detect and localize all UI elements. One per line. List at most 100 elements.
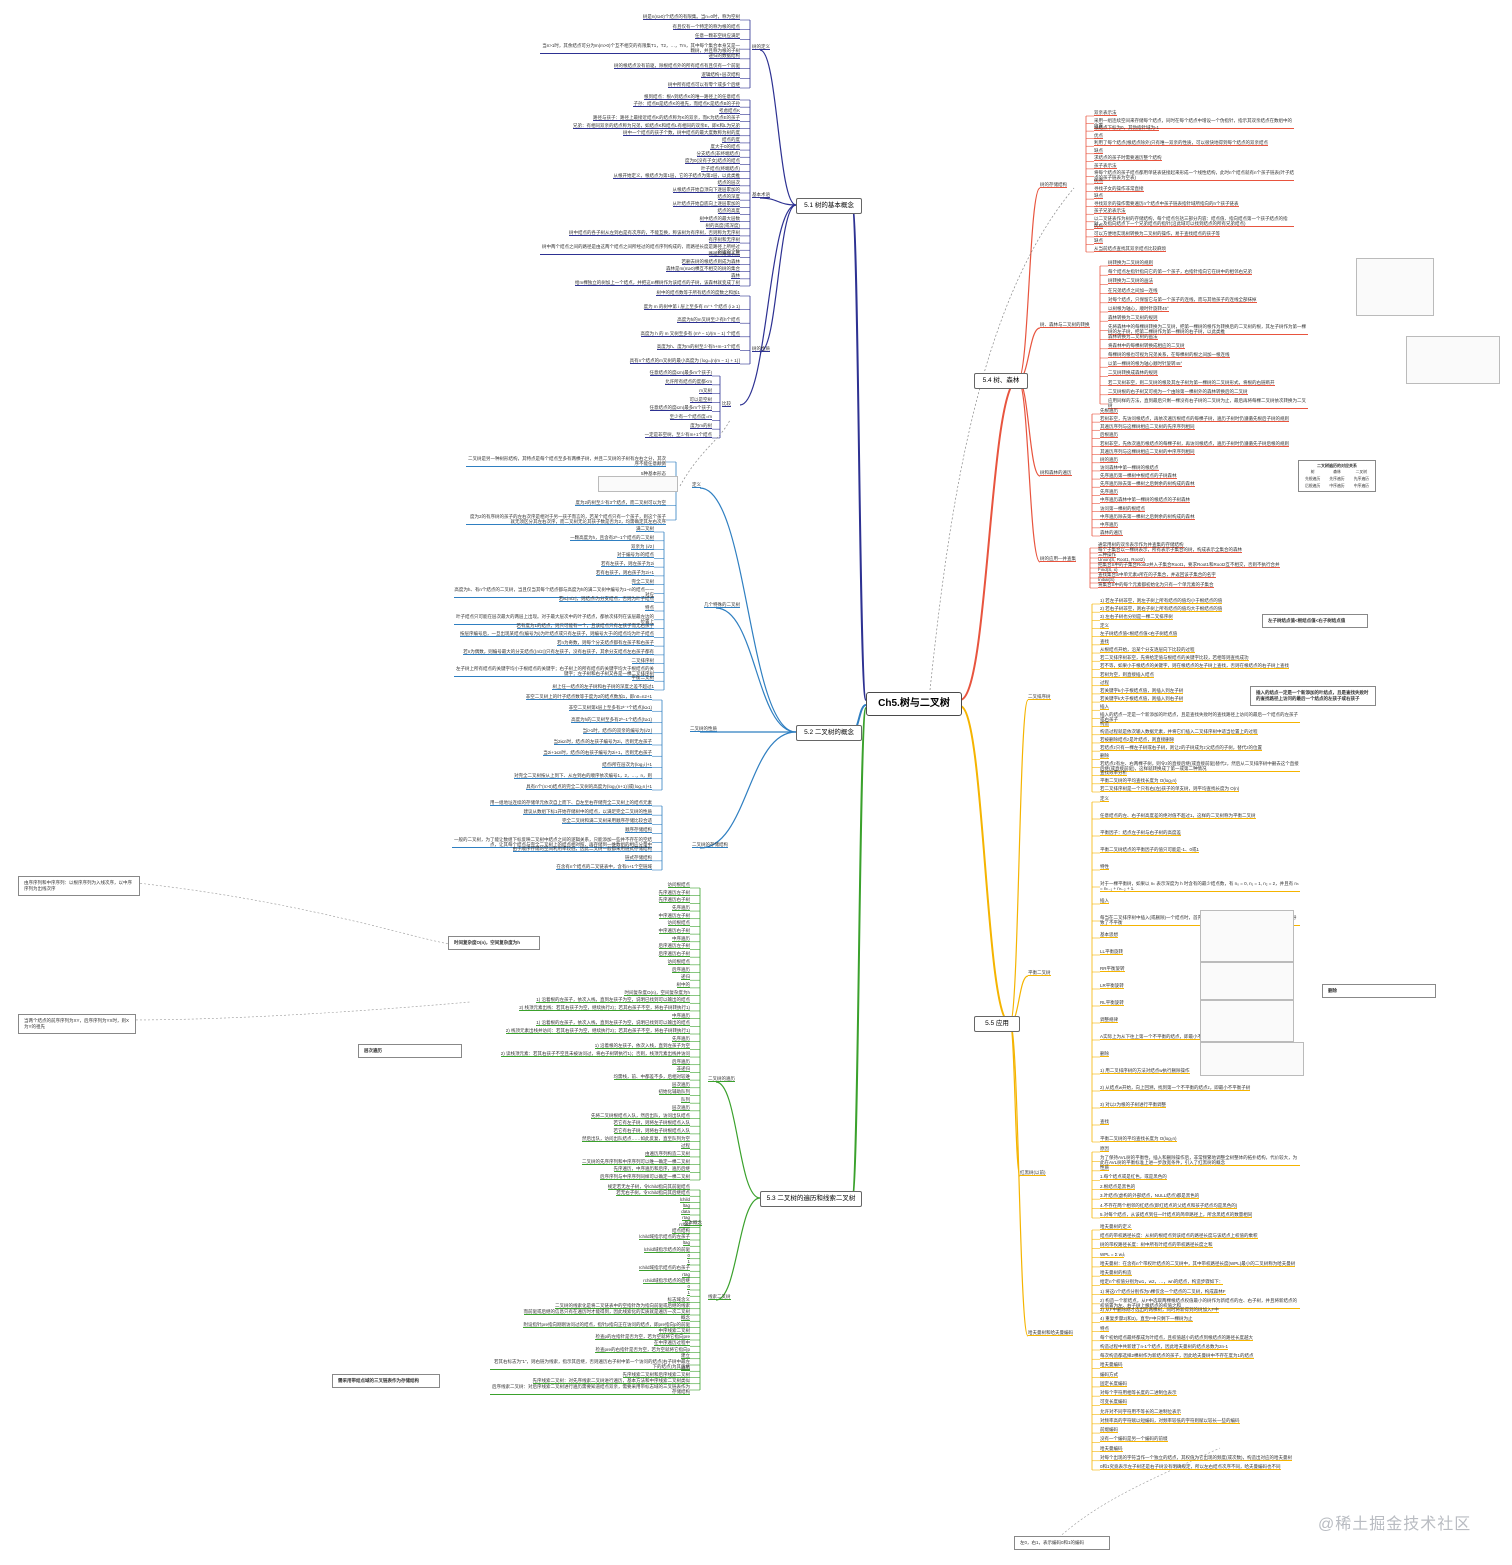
node-label[interactable]: 每个初始结点最终都成为叶结点，且权值越小的结点到根结点的路径长度越大 bbox=[1100, 1334, 1253, 1341]
node-label[interactable]: 2) 栈顶元素出栈并访问：若其右孩子为空，继续执行2)；若其右孩子不空，将右子树… bbox=[505, 1028, 690, 1034]
node-label[interactable]: 查找 bbox=[1100, 1119, 1109, 1125]
node-label[interactable]: 结点的深度 bbox=[717, 194, 740, 201]
node-label[interactable]: 基本思想 bbox=[1100, 932, 1118, 938]
node-label[interactable]: 2.根结点是黑色的 bbox=[1100, 1183, 1136, 1190]
node-label[interactable]: 度为2的有序树的孩子的左右次序是相对于另一孩子而言的，若某个结点只有一个孩子，则… bbox=[466, 514, 666, 525]
node-label[interactable]: 先将森林中的每棵树转换为二叉树，把第一棵树的根作为转换后的二叉树的根，其左子树作… bbox=[1108, 324, 1308, 336]
node-label[interactable]: 性质 bbox=[1100, 1164, 1109, 1171]
node-label[interactable]: 高度为h的二叉树至多有2ʰ−1个结点(h≥1) bbox=[571, 716, 652, 723]
node-label[interactable]: 后序遍历 bbox=[672, 1058, 690, 1065]
node-label[interactable]: 其遍历序列与这棵树相应二叉树的先序序列相同 bbox=[1100, 424, 1195, 431]
node-label[interactable]: 路径与孩子：路径上最接近结点K的结点称为K的双亲，而K为结点E的孩子 bbox=[592, 115, 740, 122]
node-label[interactable]: 左子树上所有结点的关键字均小于根结点的关键字；右子树上的所有结点的关键字均大于根… bbox=[454, 666, 654, 678]
node-label[interactable]: 高度为h、度为m的树至少有h+m−1个结点 bbox=[656, 344, 740, 351]
node-label[interactable]: 建立 bbox=[681, 1352, 690, 1359]
node-label[interactable]: 特点 bbox=[645, 605, 654, 611]
node-label[interactable]: 平衡因子：结点左子树与右子树的高度差 bbox=[1100, 830, 1181, 836]
node-label[interactable]: 中序遍历左子树 bbox=[658, 912, 690, 919]
node-label[interactable]: 若有左孩子，则左孩子为2i bbox=[600, 561, 654, 568]
node-label[interactable]: 遍历 bbox=[681, 1365, 690, 1372]
node-label[interactable]: 以二叉链表作为树的存储结构，每个结点包括三部分内容：结点值、指向结点第一个孩子结… bbox=[1094, 216, 1294, 227]
node-label[interactable]: 根结点下标为0，其伪指针域为-1 bbox=[1094, 125, 1160, 132]
node-label[interactable]: 双亲为 ⌊i/2⌋ bbox=[630, 543, 654, 550]
node-label[interactable]: 把集合S中的子集合Root2并入子集合Root1，要求Root1和Root2互不… bbox=[1098, 562, 1280, 568]
node-label[interactable]: 过程 bbox=[1100, 679, 1109, 686]
node-label[interactable]: 有序树和无序树 bbox=[708, 237, 740, 244]
node-label[interactable]: 1 bbox=[687, 1290, 690, 1297]
node-label[interactable]: 后根遍历 bbox=[1100, 432, 1118, 439]
node-label[interactable]: 叶子结点只可能在层次最大的两层上出现。对于最大层次中的叶子结点，都依次排列在该层… bbox=[454, 613, 654, 625]
node-label[interactable]: 有且仅有一个特定的称为根的结点 bbox=[672, 23, 740, 30]
node-label[interactable]: 3) 对以z为根的子树进行平衡调整 bbox=[1100, 1102, 1167, 1108]
node-label[interactable]: 1) 若左子树非空，则左子树上所有结点的值均小于根结点的值 bbox=[1100, 598, 1223, 604]
node-label[interactable]: A实际上为从下往上第一个不平衡的结点，即最小不平衡子树 bbox=[1100, 1034, 1220, 1040]
node-label[interactable]: 若关键字k小于根结点值，则插入到左子树 bbox=[1100, 687, 1184, 694]
node-label[interactable]: 可以是空树 bbox=[689, 396, 712, 403]
node-label[interactable]: 先序遍历除去第一棵树之后剩余的树构成的森林 bbox=[1100, 481, 1195, 488]
node-label[interactable]: 若无右子树，令rchild指向其后继结点 bbox=[616, 1190, 690, 1197]
node-label[interactable]: 可以方便地实现树转换为二叉树的操作，易于查找结点的孩子等 bbox=[1094, 230, 1220, 237]
node-label[interactable]: 每个结点左指针指向它的第一个孩子，右指针指向它在树中的相邻右兄弟 bbox=[1108, 269, 1252, 276]
node-label[interactable]: 中序遍历除去第一棵树之后剩余的树构成的森林 bbox=[1100, 513, 1195, 520]
node-label[interactable]: 删除 bbox=[1100, 753, 1109, 760]
node-label[interactable]: 查找 bbox=[1100, 638, 1109, 645]
node-label[interactable]: 高度为 h 的 m 叉树至多有 (mʰ − 1)/(m − 1) 个结点 bbox=[640, 330, 740, 337]
node-label[interactable]: 5.对每个结点，从该结点到任一叶结点的简单路径上，所含黑结点的数量相同 bbox=[1100, 1212, 1253, 1218]
node-label[interactable]: 若有右孩子，则右孩子为2i+1 bbox=[595, 569, 654, 576]
node-label[interactable]: 从根结点开始，沿某个分支逐层向下比较的过程 bbox=[1100, 647, 1195, 654]
node-label[interactable]: 结点的高度 bbox=[717, 208, 740, 215]
node-label[interactable]: 高度为h、有n个结点的二叉树，当且仅当其每个结点都与高度为h的满二叉树中编号为1… bbox=[454, 587, 654, 599]
node-label[interactable]: 缺点 bbox=[1094, 193, 1103, 200]
node-label[interactable]: 平衡二叉树 bbox=[631, 675, 654, 682]
node-label[interactable]: 若二叉树非空，则二叉树的根及其左子树为第一棵树的二叉树形式，将根的右链断开 bbox=[1108, 379, 1275, 386]
node-label[interactable]: 树的带权路径长度：树中所有叶结点的带权路径长度之和 bbox=[1100, 1242, 1213, 1249]
node-label[interactable]: 高度为h的m叉树至少有h个结点 bbox=[677, 317, 740, 324]
node-label[interactable]: Initial(S) bbox=[1098, 577, 1115, 583]
branch-comparison[interactable]: 比较 bbox=[722, 401, 731, 407]
node-label[interactable]: 先序遍历第一棵树中根结点的子树森林 bbox=[1100, 473, 1177, 480]
node-label[interactable]: 若不等，如果小于根结点的关键字，则在根结点的左子树上查找，否则在根结点的右子树上… bbox=[1100, 663, 1289, 670]
node-label[interactable]: 标志域含义 bbox=[667, 1296, 690, 1303]
node-label[interactable]: 其遍历序列与这棵树相应二叉树的中序序列相同 bbox=[1100, 448, 1195, 455]
node-label[interactable]: 层次遍历 bbox=[672, 1104, 690, 1111]
node-label[interactable]: 若二叉排序树是一个只有右(左)孩子的单支树，则平均查找长度为 O(n) bbox=[1100, 786, 1240, 792]
node-label[interactable]: 若树非空，先依次遍历根结点的每棵子树，再访问根结点，遍历子树时仍遵循先子树后根的… bbox=[1100, 440, 1289, 447]
node-label[interactable]: 时间复杂度O(n)，空间复杂度为h bbox=[624, 989, 690, 996]
node-label[interactable]: 度为 m 的树中第 i 层上至多有 mⁱ⁻¹ 个结点 (i ≥ 1) bbox=[643, 303, 740, 310]
node-label[interactable]: 当i>1时，结点i的双亲的编号为⌊i/2⌋ bbox=[582, 727, 652, 734]
node-label[interactable]: WPL = Σ wᵢlᵢ bbox=[1100, 1251, 1125, 1258]
node-label[interactable]: ltag bbox=[682, 1240, 690, 1247]
node-label[interactable]: 平衡二叉树的平均查找长度为 O(log₂n) bbox=[1100, 1136, 1177, 1142]
node-label[interactable]: 递归的数据结构 bbox=[708, 52, 740, 59]
node-label[interactable]: 将每个结点的孩子结点都用单链表链接起来形成一个线性结构，此时n个结点就有n个孩子… bbox=[1094, 170, 1294, 182]
node-label[interactable]: 任意结点的度≤m(最多m个孩子) bbox=[649, 405, 712, 412]
node-label[interactable]: 插入 bbox=[1100, 898, 1109, 904]
node-label[interactable]: 允许所有结点的度都<m bbox=[665, 378, 712, 385]
node-label[interactable]: 3) 左右子树也分别是一棵二叉排序树 bbox=[1100, 614, 1173, 621]
node-label[interactable]: 树中结点的最大层数 bbox=[699, 215, 740, 222]
node-label[interactable]: 缺点 bbox=[1094, 238, 1103, 245]
node-label[interactable]: 具有n个(n>0)结点的完全二叉树的高度为⌈log₂(n+1)⌉或⌊log₂n⌋… bbox=[526, 784, 652, 790]
node-label[interactable]: 满二叉树 bbox=[636, 526, 654, 532]
node-label[interactable]: 然后出队，访问出队结点……如此反复，直至队列为空 bbox=[582, 1135, 690, 1142]
node-label[interactable]: 后序遍历右子树 bbox=[658, 951, 690, 958]
node-label[interactable]: 先序遍历 bbox=[1100, 489, 1118, 496]
node-label[interactable]: 森林转换为二叉树的规则 bbox=[1108, 315, 1158, 322]
node-label[interactable]: 结点结构 bbox=[672, 1227, 690, 1234]
branch-tree-conversion[interactable]: 树、森林与二叉树的转换 bbox=[1040, 322, 1090, 328]
node-label[interactable]: 路径和路径长度 bbox=[708, 251, 740, 258]
node-label[interactable]: 而前驱或后继的信息只有在遍历时才能得到，因此线索化的实质就是遍历一次二叉树 bbox=[523, 1309, 690, 1315]
node-label[interactable]: 度为m的树 bbox=[690, 423, 712, 430]
branch-binary-storage[interactable]: 二叉树的存储结构 bbox=[692, 842, 728, 848]
branch-basic-terms[interactable]: 基本术语 bbox=[752, 192, 770, 198]
node-label[interactable]: 采用一组连续空间来存储每个结点，同时在每个结点中增设一个伪指针，指示其双亲结点在… bbox=[1094, 117, 1294, 129]
node-label[interactable]: 1) 将这n个结点分别作为n棵仅含一个结点的二叉树，构成森林F bbox=[1100, 1288, 1226, 1295]
node-label[interactable]: 访问第一棵树的根结点 bbox=[1100, 505, 1145, 512]
section-5-2[interactable]: 5.2 二叉树的概念 bbox=[796, 725, 862, 741]
node-label[interactable]: 调整规律 bbox=[1100, 1017, 1118, 1023]
node-label[interactable]: 若关键字k大于根结点值，则插入到右子树 bbox=[1100, 696, 1184, 703]
branch-thread-basics[interactable]: 基本概念 bbox=[684, 1220, 702, 1226]
node-label[interactable]: 查找集合S中单元素x所在的子集合，并返回该子集合的名字 bbox=[1098, 572, 1216, 578]
node-label[interactable]: data bbox=[681, 1209, 690, 1215]
node-label[interactable]: 先序遍历 bbox=[672, 905, 690, 912]
